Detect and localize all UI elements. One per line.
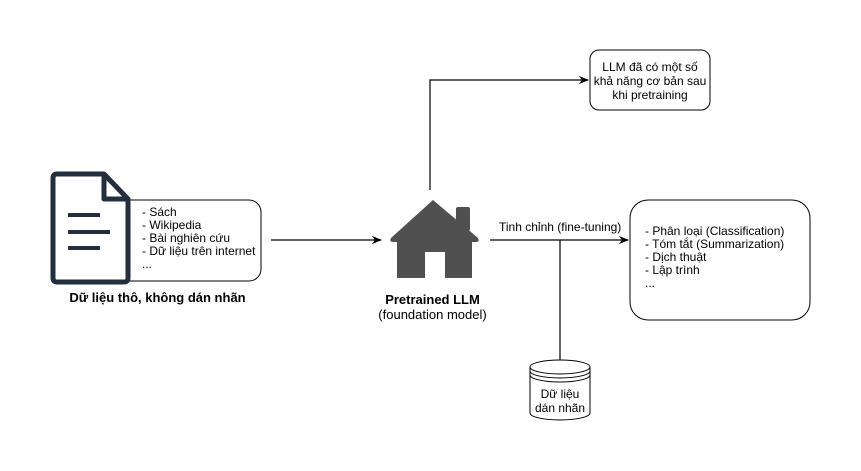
raw-data-list: - Sách - Wikipedia - Bài nghiên cứu - Dữ…: [142, 206, 255, 271]
capabilities-note-box: [589, 49, 711, 111]
note-line: LLM đã có một số: [602, 60, 698, 74]
raw-data-item: - Wikipedia: [142, 218, 202, 232]
task-item: ...: [645, 276, 656, 290]
labeled-data-line: Dữ liệu: [540, 387, 580, 401]
model-title: Pretrained LLM: [385, 292, 480, 307]
raw-data-item: ...: [142, 257, 153, 271]
model-subtitle: (foundation model): [378, 307, 487, 322]
raw-data-item: - Sách: [142, 205, 177, 219]
note-line: khi pretraining: [612, 88, 688, 102]
tasks-box: [629, 199, 811, 321]
task-item: - Tóm tắt (Summarization): [645, 237, 785, 251]
note-line: khả năng cơ bản sau: [593, 74, 707, 88]
fine-tuning-label: Tinh chỉnh (fine-tuning): [499, 220, 622, 234]
tasks-list: - Phân loại (Classification) - Tóm tắt (…: [645, 225, 784, 290]
document-icon: [50, 171, 131, 285]
capabilities-note-text: LLM đã có một số khả năng cơ bản sau khi…: [590, 60, 710, 102]
task-item: - Dịch thuật: [645, 250, 707, 264]
raw-data-item: - Bài nghiên cứu: [142, 231, 231, 245]
raw-data-item: - Dữ liệu trên internet: [142, 244, 256, 258]
labeled-data-line: dán nhãn: [534, 401, 586, 415]
labeled-data-text: Dữ liệu dán nhãn: [530, 387, 590, 415]
arrow-model-to-note: [429, 76, 589, 190]
raw-data-title: Dữ liệu thô, không dán nhãn: [69, 290, 246, 305]
task-item: - Phân loại (Classification): [645, 224, 785, 238]
database-cylinder-icon: [529, 359, 591, 421]
task-item: - Lập trình: [645, 263, 700, 277]
house-icon: [390, 200, 479, 278]
